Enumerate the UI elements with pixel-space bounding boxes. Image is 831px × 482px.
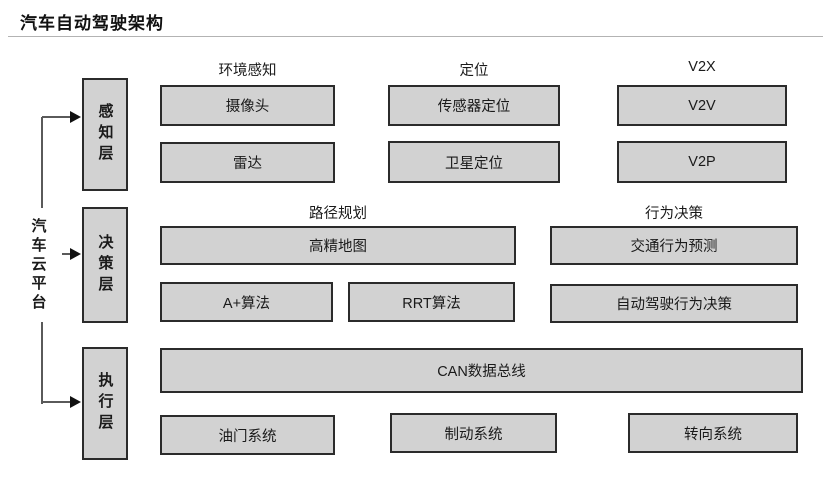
node-satellite-positioning: 卫星定位 [388, 141, 560, 183]
node-autonomous-driving-behavior-decision: 自动驾驶行为决策 [550, 284, 798, 323]
group-header-v2x: V2X [688, 59, 716, 75]
node-camera: 摄像头 [160, 85, 335, 126]
node-a-star-algorithm: A+算法 [160, 282, 333, 322]
arrow-head-icon [70, 111, 81, 123]
node-rrt-algorithm: RRT算法 [348, 282, 515, 322]
node-brake-system: 制动系统 [390, 413, 557, 453]
arrow-line [42, 116, 72, 118]
layer-box-decision: 决策层 [82, 207, 128, 323]
group-header-path-planning: 路径规划 [309, 206, 367, 222]
arrow-line [42, 401, 72, 403]
title-divider [8, 36, 823, 37]
group-header-behavior-decision: 行为决策 [645, 206, 703, 222]
arrow-head-icon [70, 248, 81, 260]
group-header-environment-perception: 环境感知 [218, 63, 277, 79]
node-v2p: V2P [617, 141, 787, 183]
node-traffic-behavior-prediction: 交通行为预测 [550, 226, 798, 265]
node-throttle-system: 油门系统 [160, 415, 335, 455]
layer-box-execution: 执行层 [82, 347, 128, 460]
node-can-bus: CAN数据总线 [160, 348, 803, 393]
arrow-line [58, 253, 72, 255]
node-radar: 雷达 [160, 142, 335, 183]
page-title: 汽车自动驾驶架构 [20, 14, 164, 33]
node-hd-map: 高精地图 [160, 226, 516, 265]
node-steering-system: 转向系统 [628, 413, 798, 453]
node-v2v: V2V [617, 85, 787, 126]
cloud-platform-label: 汽车云平台 [14, 208, 62, 322]
layer-box-perception: 感知层 [82, 78, 128, 191]
arrow-head-icon [70, 396, 81, 408]
group-header-positioning: 定位 [459, 63, 489, 79]
node-sensor-positioning: 传感器定位 [388, 85, 560, 126]
